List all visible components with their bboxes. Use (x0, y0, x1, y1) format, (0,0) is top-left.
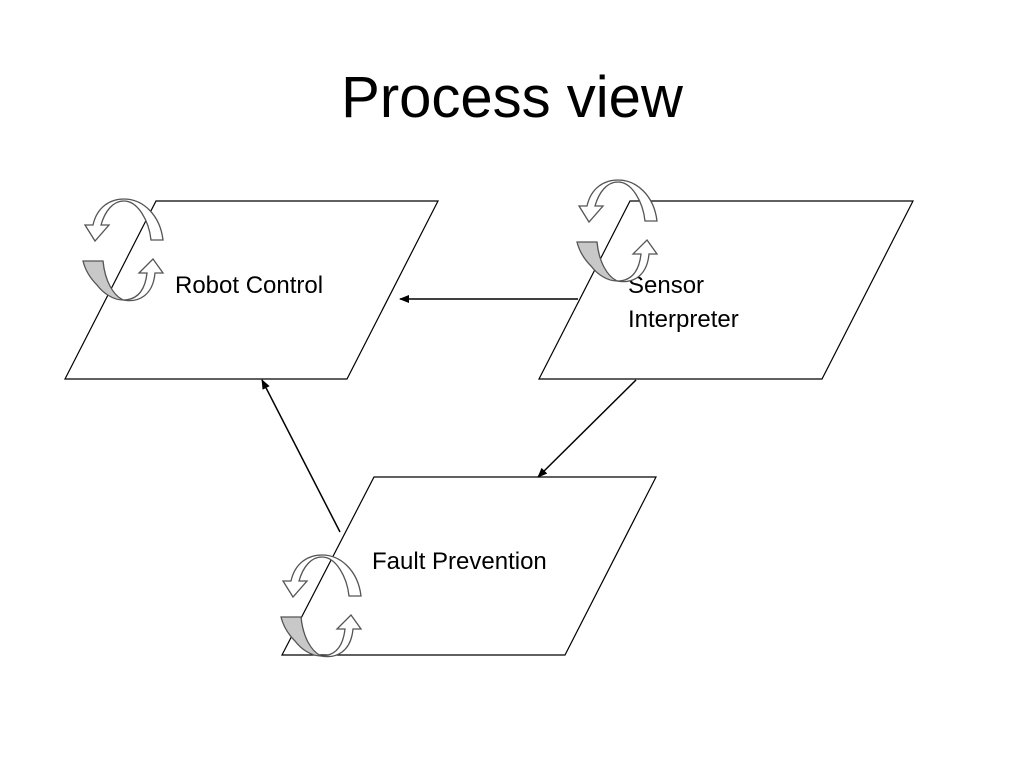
node-label: Fault Prevention (372, 548, 547, 575)
cycle-icon (576, 179, 659, 283)
node-shape (281, 476, 657, 656)
cycle-icon (82, 198, 165, 302)
cycle-icon (280, 554, 363, 658)
edge-sensor-to-fault (537, 379, 637, 478)
node-label-line: Interpreter (628, 306, 739, 333)
node-label-line: Fault Prevention (372, 548, 547, 575)
node-sensor-interpreter: Sensor Interpreter (538, 179, 914, 380)
node-shape (64, 200, 439, 380)
node-label-line: Robot Control (175, 272, 323, 299)
node-shape (538, 200, 914, 380)
node-label: Sensor Interpreter (628, 272, 739, 333)
node-fault-prevention: Fault Prevention (280, 476, 657, 658)
node-label-line: Sensor (628, 272, 704, 299)
slide-title: Process view (341, 65, 683, 130)
node-label: Robot Control (175, 272, 323, 299)
node-robot-control: Robot Control (64, 198, 439, 380)
edge-fault-to-robot (261, 379, 341, 533)
